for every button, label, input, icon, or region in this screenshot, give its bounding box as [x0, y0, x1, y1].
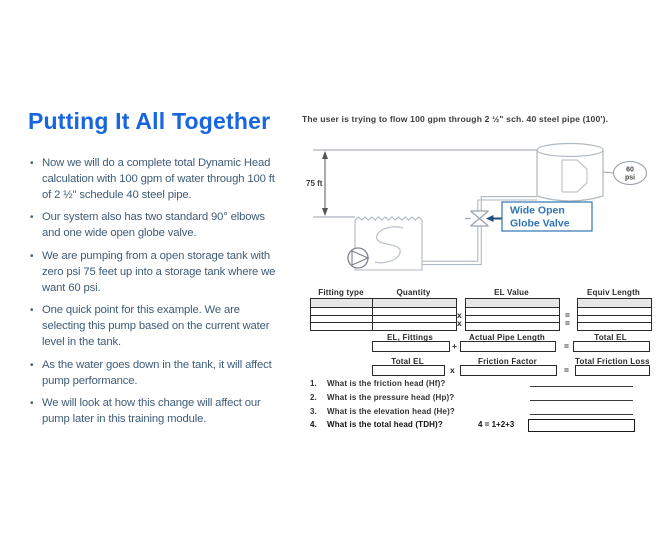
equiv-length-table [577, 298, 652, 331]
bullet-text: One quick point for this example. We are… [42, 304, 270, 348]
question-text: What is the pressure head (Hp)? [327, 393, 455, 402]
question-text: What is the friction head (Hf)? [327, 379, 446, 388]
bullet-list: Now we will do a complete total Dynamic … [30, 156, 278, 435]
input-box-el-fittings [372, 341, 450, 352]
valve-callout: Wide Open Globe Valve [486, 201, 593, 232]
table-cell [311, 322, 373, 330]
multiply-sign: x [457, 310, 462, 320]
arrow-down-icon [322, 208, 328, 216]
diagram-caption: The user is trying to flow 100 gpm throu… [302, 114, 609, 124]
label-total-el: Total EL [594, 333, 627, 342]
bullet-text: Now we will do a complete total Dynamic … [42, 157, 275, 201]
question-3: 3. What is the elevation head (He)? [310, 407, 540, 418]
label-total-el-2: Total EL [391, 357, 424, 366]
fittings-table [310, 298, 457, 331]
equals-sign: = [564, 341, 569, 351]
elevation-label: 75 ft [306, 179, 323, 188]
arrow-up-icon [322, 151, 328, 159]
open-storage-tank [354, 216, 423, 271]
table-cell [311, 299, 373, 307]
pressure-unit: psi [625, 175, 635, 182]
header-quantity: Quantity [396, 288, 431, 297]
label-el-fittings: EL, Fittings [387, 333, 433, 342]
input-box-friction-factor [460, 365, 557, 376]
bullet-text: As the water goes down in the tank, it w… [42, 358, 272, 387]
bullet-item: Now we will do a complete total Dynamic … [30, 156, 278, 203]
table-cell [311, 306, 373, 315]
question-1: 1. What is the friction head (Hf)? [310, 379, 540, 390]
el-value-table [465, 298, 560, 331]
label-friction-factor: Friction Factor [477, 357, 537, 366]
multiply-sign: x [457, 318, 462, 328]
question-number: 3. [310, 407, 317, 416]
page-title: Putting It All Together [28, 108, 271, 134]
header-equiv-length: Equiv Length [586, 288, 641, 297]
pump-icon [347, 247, 370, 269]
question-number: 1. [310, 379, 317, 388]
input-box-total-el-2 [372, 365, 445, 376]
input-box-total-friction-loss [575, 365, 650, 376]
table-cell [578, 306, 651, 315]
question-number: 2. [310, 393, 317, 402]
bullet-item: We are pumping from a open storage tank … [30, 249, 278, 296]
table-cell [578, 314, 651, 323]
plus-sign: + [452, 341, 457, 351]
bullet-text: Our system also has two standard 90° elb… [42, 211, 265, 240]
pressurized-tank [536, 142, 604, 202]
question-2: 2. What is the pressure head (Hp)? [310, 393, 540, 404]
answer-line [530, 400, 633, 401]
table-cell [373, 314, 456, 323]
tdh-answer-box [528, 419, 635, 432]
table-cell [466, 314, 559, 323]
pipe-run [422, 196, 537, 266]
bullet-item: We will look at how this change will aff… [30, 396, 278, 428]
table-cell [466, 306, 559, 315]
pressure-value: 60 [626, 167, 634, 174]
table-cell [466, 322, 559, 330]
question-text: What is the elevation head (He)? [327, 407, 455, 416]
table-cell [578, 299, 651, 307]
header-fitting-type: Fitting type [318, 288, 364, 297]
callout-arrow [486, 215, 494, 222]
answer-line [530, 386, 633, 387]
question-text: What is the total head (TDH)? [327, 420, 443, 429]
bullet-item: As the water goes down in the tank, it w… [30, 358, 278, 390]
table-cell [311, 314, 373, 323]
label-total-friction-loss: Total Friction Loss [575, 357, 650, 366]
piping-schematic: 75 ft [306, 142, 648, 271]
callout-line2: Globe Valve [510, 218, 570, 230]
equals-sign: = [565, 310, 570, 320]
globe-valve-icon [465, 210, 489, 227]
bullet-text: We are pumping from a open storage tank … [42, 249, 276, 294]
table-cell [466, 299, 559, 307]
callout-line1: Wide Open [510, 205, 565, 217]
question-4: 4. What is the total head (TDH)? [310, 420, 540, 431]
input-box-actual-pipe-length [460, 341, 556, 352]
equals-sign: = [565, 318, 570, 328]
input-box-total-el [573, 341, 650, 352]
bullet-text: We will look at how this change will aff… [42, 397, 261, 426]
tdh-formula: 4 = 1+2+3 [478, 420, 515, 429]
question-number: 4. [310, 420, 317, 429]
multiply-sign: x [450, 365, 455, 375]
label-actual-pipe-length: Actual Pipe Length [468, 333, 546, 342]
elevation-dimension: 75 ft [306, 149, 537, 218]
water-surface [354, 216, 423, 221]
header-el-value: EL Value [494, 288, 529, 297]
water-symbol [374, 226, 404, 264]
table-cell [373, 322, 456, 330]
table-cell [373, 306, 456, 315]
level-indicator [561, 159, 588, 193]
bullet-item: One quick point for this example. We are… [30, 303, 278, 350]
equals-sign: = [564, 365, 569, 375]
pressure-badge: 60 psi [602, 160, 648, 186]
answer-line [530, 414, 633, 415]
table-cell [578, 322, 651, 330]
bullet-item: Our system also has two standard 90° elb… [30, 210, 278, 242]
table-cell [373, 299, 456, 307]
